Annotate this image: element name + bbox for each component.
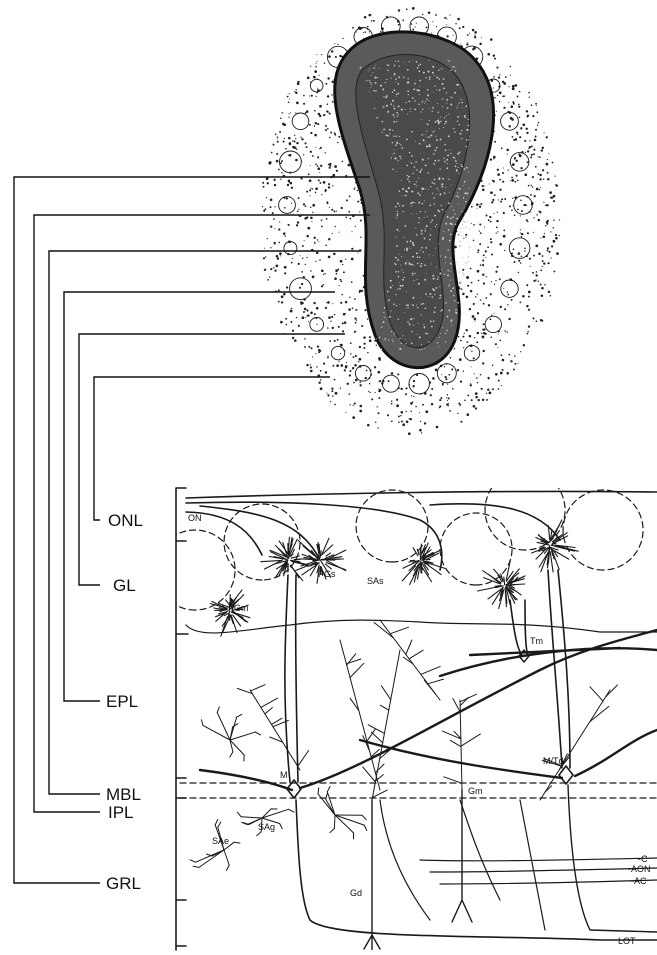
granule-gm xyxy=(452,790,472,922)
layer-label-gl: GL xyxy=(113,576,136,595)
bulb-cross-section xyxy=(262,7,560,435)
glomerular-boundary xyxy=(186,620,657,633)
leader-mbl xyxy=(49,251,360,794)
tufted-cell-dendrite xyxy=(510,600,528,655)
glomerulus-3 xyxy=(356,490,428,562)
cell-label-gd: Gd xyxy=(350,888,362,898)
cell-label-aon2: -AC xyxy=(631,876,647,886)
collateral-axons xyxy=(380,800,657,930)
cell-label-sag: SAg xyxy=(258,822,275,832)
secondary-dendrites xyxy=(200,630,657,790)
layer-label-onl: ONL xyxy=(108,511,143,530)
mitral-primary-dendrite xyxy=(285,575,298,782)
mitral-td-primary-dendrite xyxy=(548,570,570,768)
leader-epl xyxy=(64,292,335,701)
cell-label-sas: SAs xyxy=(367,576,384,586)
cell-label-mtd: M/Td xyxy=(543,756,564,766)
layer-label-ipl: IPL xyxy=(108,803,134,822)
cell-label-on: ON xyxy=(188,513,202,523)
cell-label-lot: LOT xyxy=(618,936,636,946)
layer-label-epl: EPL xyxy=(106,692,138,711)
mitral-td-soma xyxy=(559,766,573,784)
circuit-schematic: ON PGm PGs SAs Tm M M/Td Gm SAe SAg Gd L… xyxy=(155,470,657,950)
cell-label-gm: Gm xyxy=(468,786,483,796)
schematic-frame xyxy=(176,488,188,950)
glomerulus-1 xyxy=(155,530,235,610)
cell-label-aon1: -AON xyxy=(628,864,651,874)
cell-label-c: -C xyxy=(638,854,648,864)
cell-label-m: M xyxy=(280,770,288,780)
dendritic-tufts xyxy=(210,520,578,636)
cell-label-pgs: PGs xyxy=(318,569,336,579)
cell-label-tm: Tm xyxy=(530,636,543,646)
layer-label-mbl: MBL xyxy=(106,785,141,804)
layer-label-grl: GRL xyxy=(106,874,141,893)
cell-labels: ON PGm PGs SAs Tm M M/Td Gm SAe SAg Gd L… xyxy=(188,513,651,946)
glomerulus-6 xyxy=(563,490,643,570)
cell-label-pgm: PGm xyxy=(228,603,249,613)
cell-label-sae: SAe xyxy=(212,836,229,846)
mitral-axon xyxy=(296,800,657,940)
leader-onl xyxy=(94,377,330,520)
granule-gd xyxy=(364,800,380,950)
layer-labels: ONL GL EPL MBL IPL GRL xyxy=(106,511,143,893)
